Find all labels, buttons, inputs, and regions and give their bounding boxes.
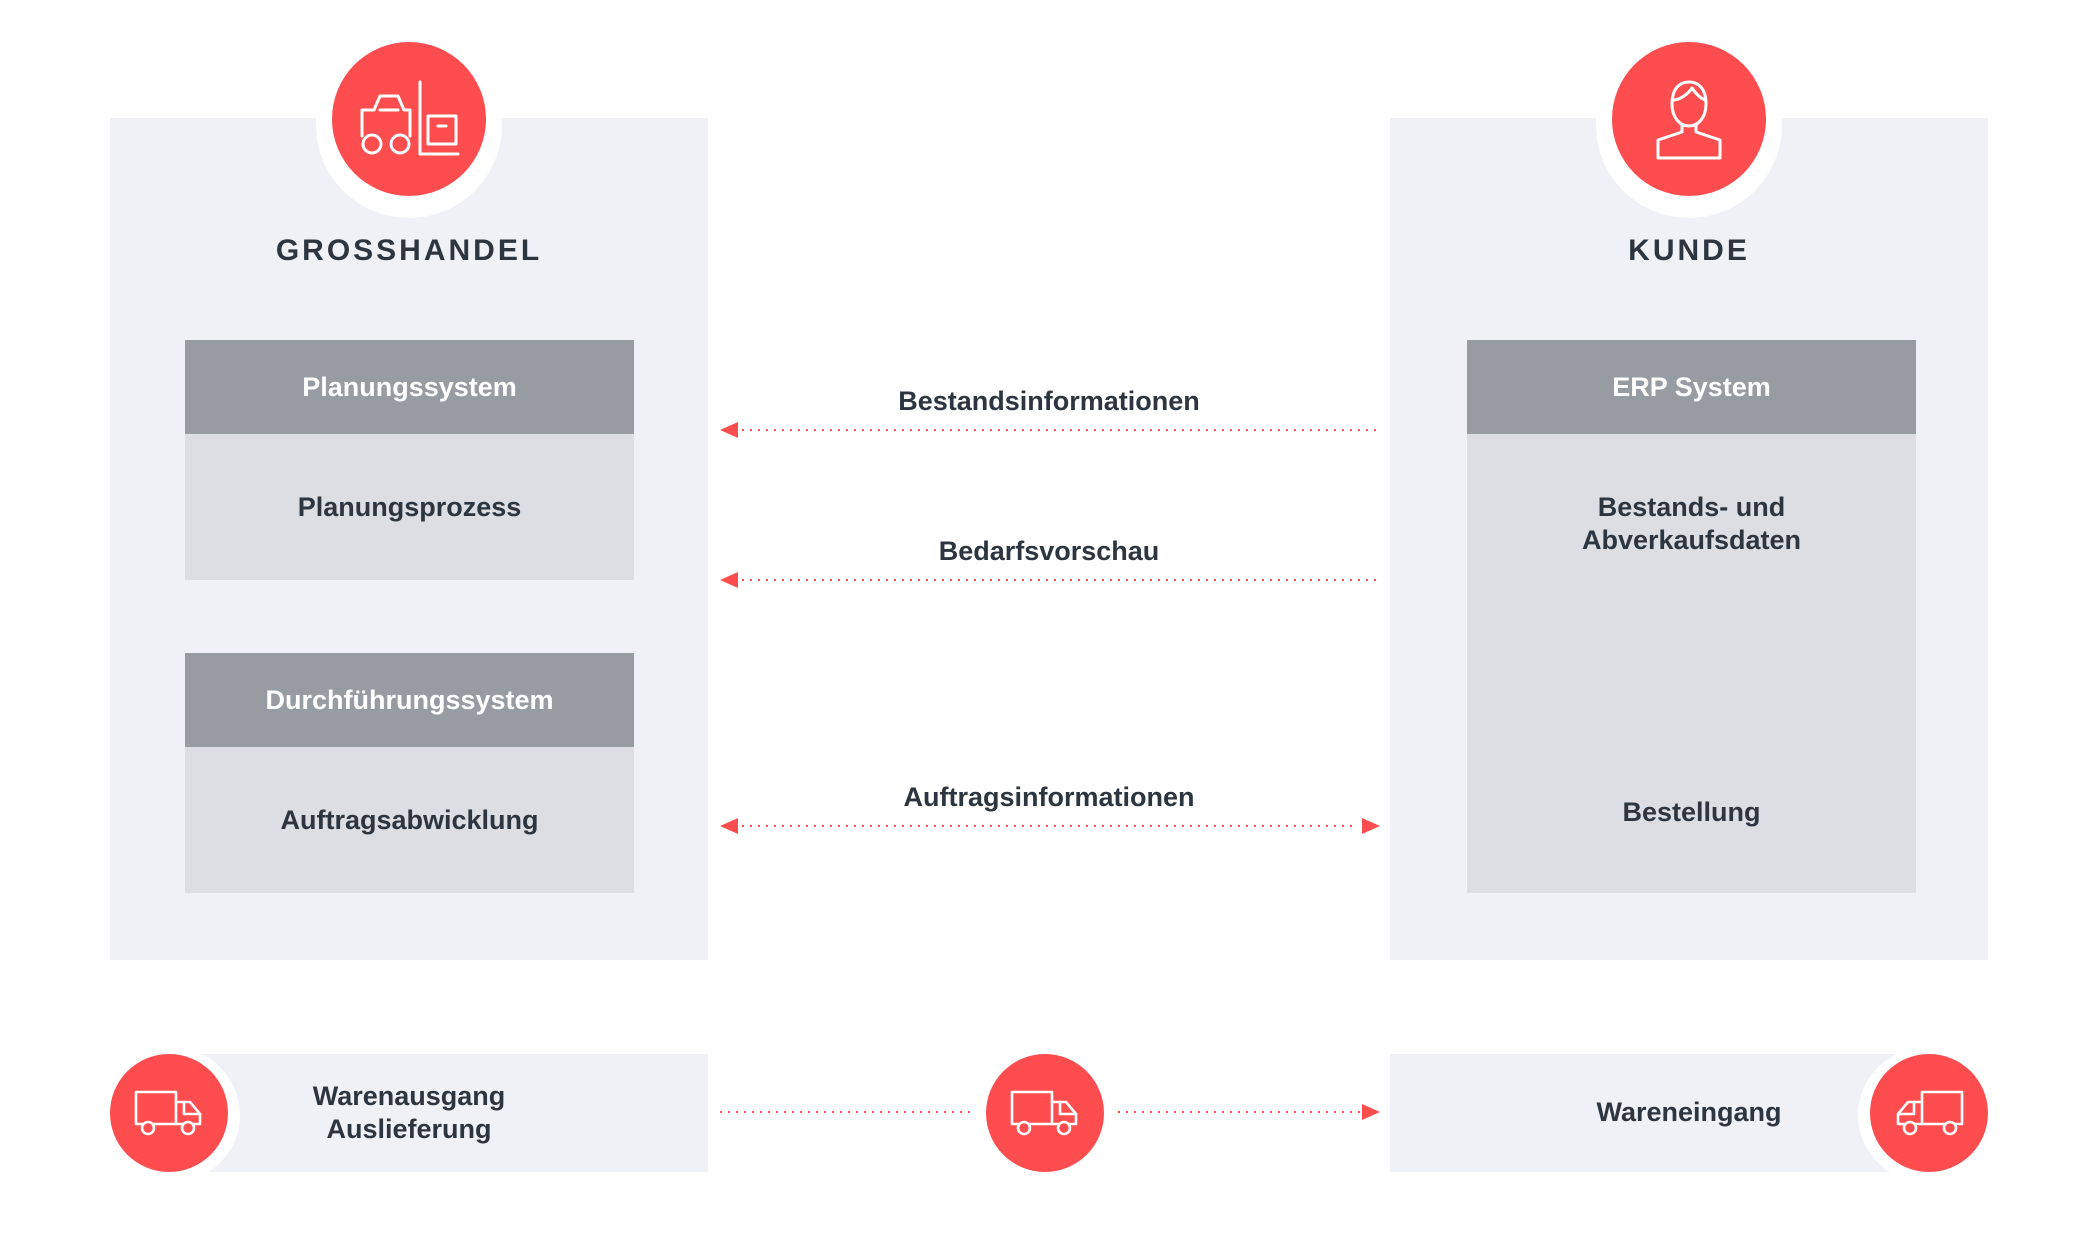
wareneingang-text: Wareneingang (1596, 1097, 1782, 1127)
kunde-icon-circle (1612, 42, 1766, 196)
person-icon (1656, 80, 1722, 160)
truck-icon (1010, 1090, 1078, 1136)
truck-icon (1896, 1090, 1964, 1136)
grosshandel-icon-circle (332, 42, 486, 196)
erp-system-body: Bestands- und Abverkaufsdaten Bestellung (1467, 434, 1916, 893)
warenausgang-text: Warenausgang Auslieferung (170, 1080, 648, 1146)
auslieferung-line: Auslieferung (326, 1114, 492, 1144)
durchfuehrungssystem-header: Durchführungssystem (185, 653, 634, 747)
warenausgang-bar: Warenausgang Auslieferung (170, 1054, 708, 1172)
arrow-logistics-left-segment (720, 1111, 970, 1113)
arrow-bestandsinformationen (720, 422, 1380, 438)
auftragsabwicklung-body: Auftragsabwicklung (185, 747, 634, 893)
bestands-abverkaufsdaten-text: Bestands- und Abverkaufsdaten (1467, 491, 1916, 557)
transit-truck-circle (986, 1054, 1104, 1172)
kunde-title: KUNDE (1628, 234, 1750, 267)
planungssystem-header: Planungssystem (185, 340, 634, 434)
bestellung-text: Bestellung (1622, 797, 1761, 827)
flow-label-auftragsinformationen: Auftragsinformationen (903, 782, 1195, 812)
grosshandel-title: GROSSHANDEL (275, 234, 543, 267)
arrow-auftragsinformationen (720, 818, 1380, 834)
erp-system-header: ERP System (1467, 340, 1916, 434)
truck-icon (134, 1090, 202, 1136)
abverkaufsdaten-line: Abverkaufsdaten (1581, 525, 1802, 555)
arrow-logistics-right-segment (1118, 1104, 1380, 1120)
wareneingang-bar: Wareneingang (1390, 1054, 1930, 1172)
arrow-bedarfsvorschau (720, 572, 1380, 588)
warenausgang-line: Warenausgang (312, 1081, 506, 1111)
flow-label-bedarfsvorschau: Bedarfsvorschau (938, 536, 1160, 566)
planungsprozess-body: Planungsprozess (185, 434, 634, 580)
flow-label-bestandsinformationen: Bestandsinformationen (898, 386, 1200, 416)
bestands-line: Bestands- und (1597, 492, 1786, 522)
inbound-truck-circle (1870, 1054, 1988, 1172)
outbound-truck-circle (110, 1054, 228, 1172)
forklift-icon (360, 80, 460, 156)
